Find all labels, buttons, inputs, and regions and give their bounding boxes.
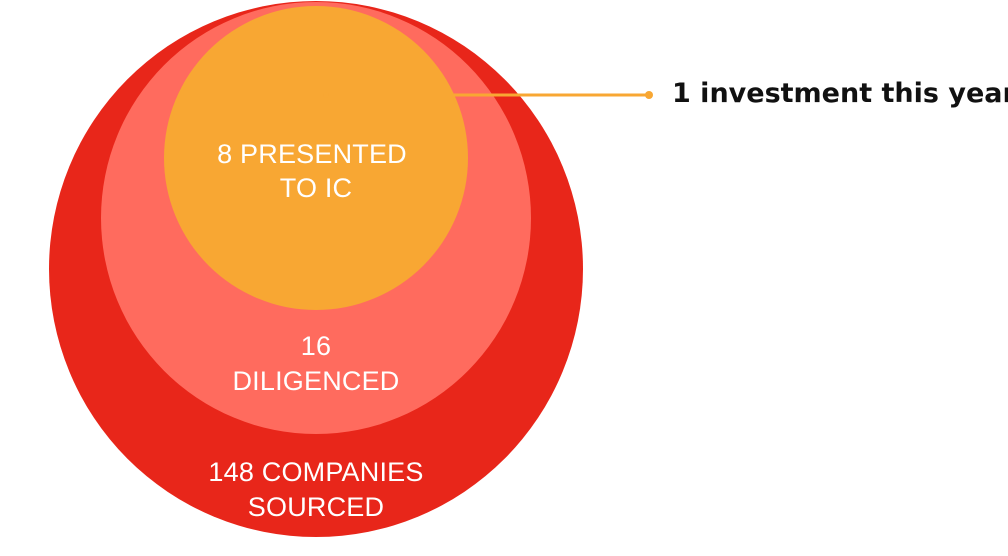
outer-circle-label-line2: SOURCED <box>248 492 384 522</box>
middle-circle-label-line2: DILIGENCED <box>232 366 399 396</box>
inner-circle-label-line1: 8 PRESENTED <box>217 139 407 169</box>
callout-end-dot <box>645 91 653 99</box>
outer-circle-label-line1: 148 COMPANIES <box>208 457 423 487</box>
inner-circle-label-line2: TO IC <box>280 173 353 203</box>
middle-circle-label-line1: 16 <box>301 331 331 361</box>
callout-start-dot <box>323 92 329 98</box>
inner-circle-presented <box>164 6 468 310</box>
callout-text: 1 investment this year <box>672 78 1008 109</box>
